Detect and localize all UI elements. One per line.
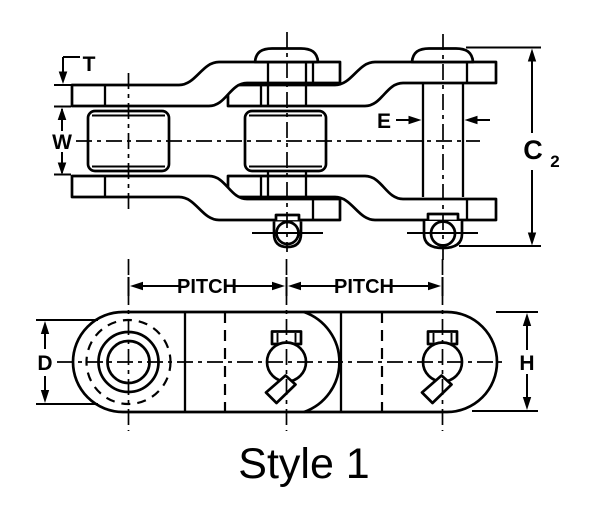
top-view: T W E C 2 <box>52 32 560 262</box>
bottom-view: PITCH PITCH D H <box>36 259 538 431</box>
label-C-subscript: 2 <box>550 152 559 171</box>
left-link-top-bar <box>70 60 342 108</box>
label-T: T <box>83 53 96 76</box>
dimension-T: T <box>54 53 96 86</box>
label-E: E <box>377 110 391 133</box>
label-H: H <box>519 352 534 375</box>
label-pitch-left: PITCH <box>177 276 237 298</box>
label-D: D <box>37 352 52 375</box>
caption-style: Style 1 <box>238 440 369 488</box>
dimension-D: D <box>36 319 98 405</box>
right-link-bottom-bar <box>226 174 498 222</box>
dimension-E: E <box>377 110 490 133</box>
dimension-W: W <box>52 105 72 176</box>
left-link-bottom-bar <box>70 174 342 222</box>
cotter-bent-leg <box>264 374 297 405</box>
dimension-H: H <box>472 311 538 412</box>
cotter-bent-leg <box>420 374 453 405</box>
label-C: C <box>523 135 543 165</box>
right-link-top-bar <box>226 60 498 108</box>
dimension-pitch: PITCH PITCH <box>127 276 444 298</box>
label-pitch-right: PITCH <box>334 276 394 298</box>
label-W: W <box>52 131 72 154</box>
dimension-C2: C 2 <box>459 46 560 247</box>
